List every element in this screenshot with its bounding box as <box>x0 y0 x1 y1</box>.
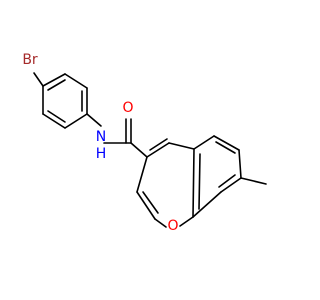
bond-ring1-d <box>64 113 88 129</box>
bond-c3-c2-inner <box>142 191 159 214</box>
bond-ring1-a-inner <box>47 79 66 91</box>
bond-ring1-e <box>42 113 66 129</box>
bond-c5-c5a <box>168 142 195 150</box>
bond-br-c <box>33 72 44 87</box>
atom-labels: Br N H O O <box>22 52 178 234</box>
atom-label-o-ring: O <box>167 218 178 234</box>
bond-b3 <box>238 149 242 179</box>
bond-b4-inner <box>218 174 236 188</box>
bond-c2-o <box>154 218 167 228</box>
bond-c4-c5-inner <box>149 138 168 151</box>
structure-diagram: Br N H O O <box>22 52 267 234</box>
bond-ring1-e-inner <box>47 110 66 123</box>
bond-c4-c3 <box>136 156 148 193</box>
bond-o-c9a <box>179 216 194 227</box>
bond-b6 <box>192 148 195 218</box>
bond-b2-inner <box>215 141 236 154</box>
atom-label-n: N <box>96 129 106 145</box>
atom-label-br: Br <box>22 52 38 68</box>
bond-ring1-a <box>42 73 66 87</box>
bond-b5 <box>192 191 222 218</box>
bond-methyl <box>240 177 267 185</box>
bond-c3-c2 <box>136 191 156 220</box>
bond-b6-inner <box>198 153 201 210</box>
bond-c-n <box>86 113 102 127</box>
bond-ring1-b <box>64 73 88 89</box>
bond-b2 <box>213 135 240 151</box>
atom-label-h: H <box>96 146 107 162</box>
bonds <box>33 72 267 228</box>
atom-label-o-carbonyl: O <box>122 100 133 116</box>
bond-b4 <box>220 177 242 193</box>
bond-c4-c5 <box>146 142 170 158</box>
bond-c-c4 <box>130 142 148 158</box>
bond-b1 <box>193 135 215 150</box>
